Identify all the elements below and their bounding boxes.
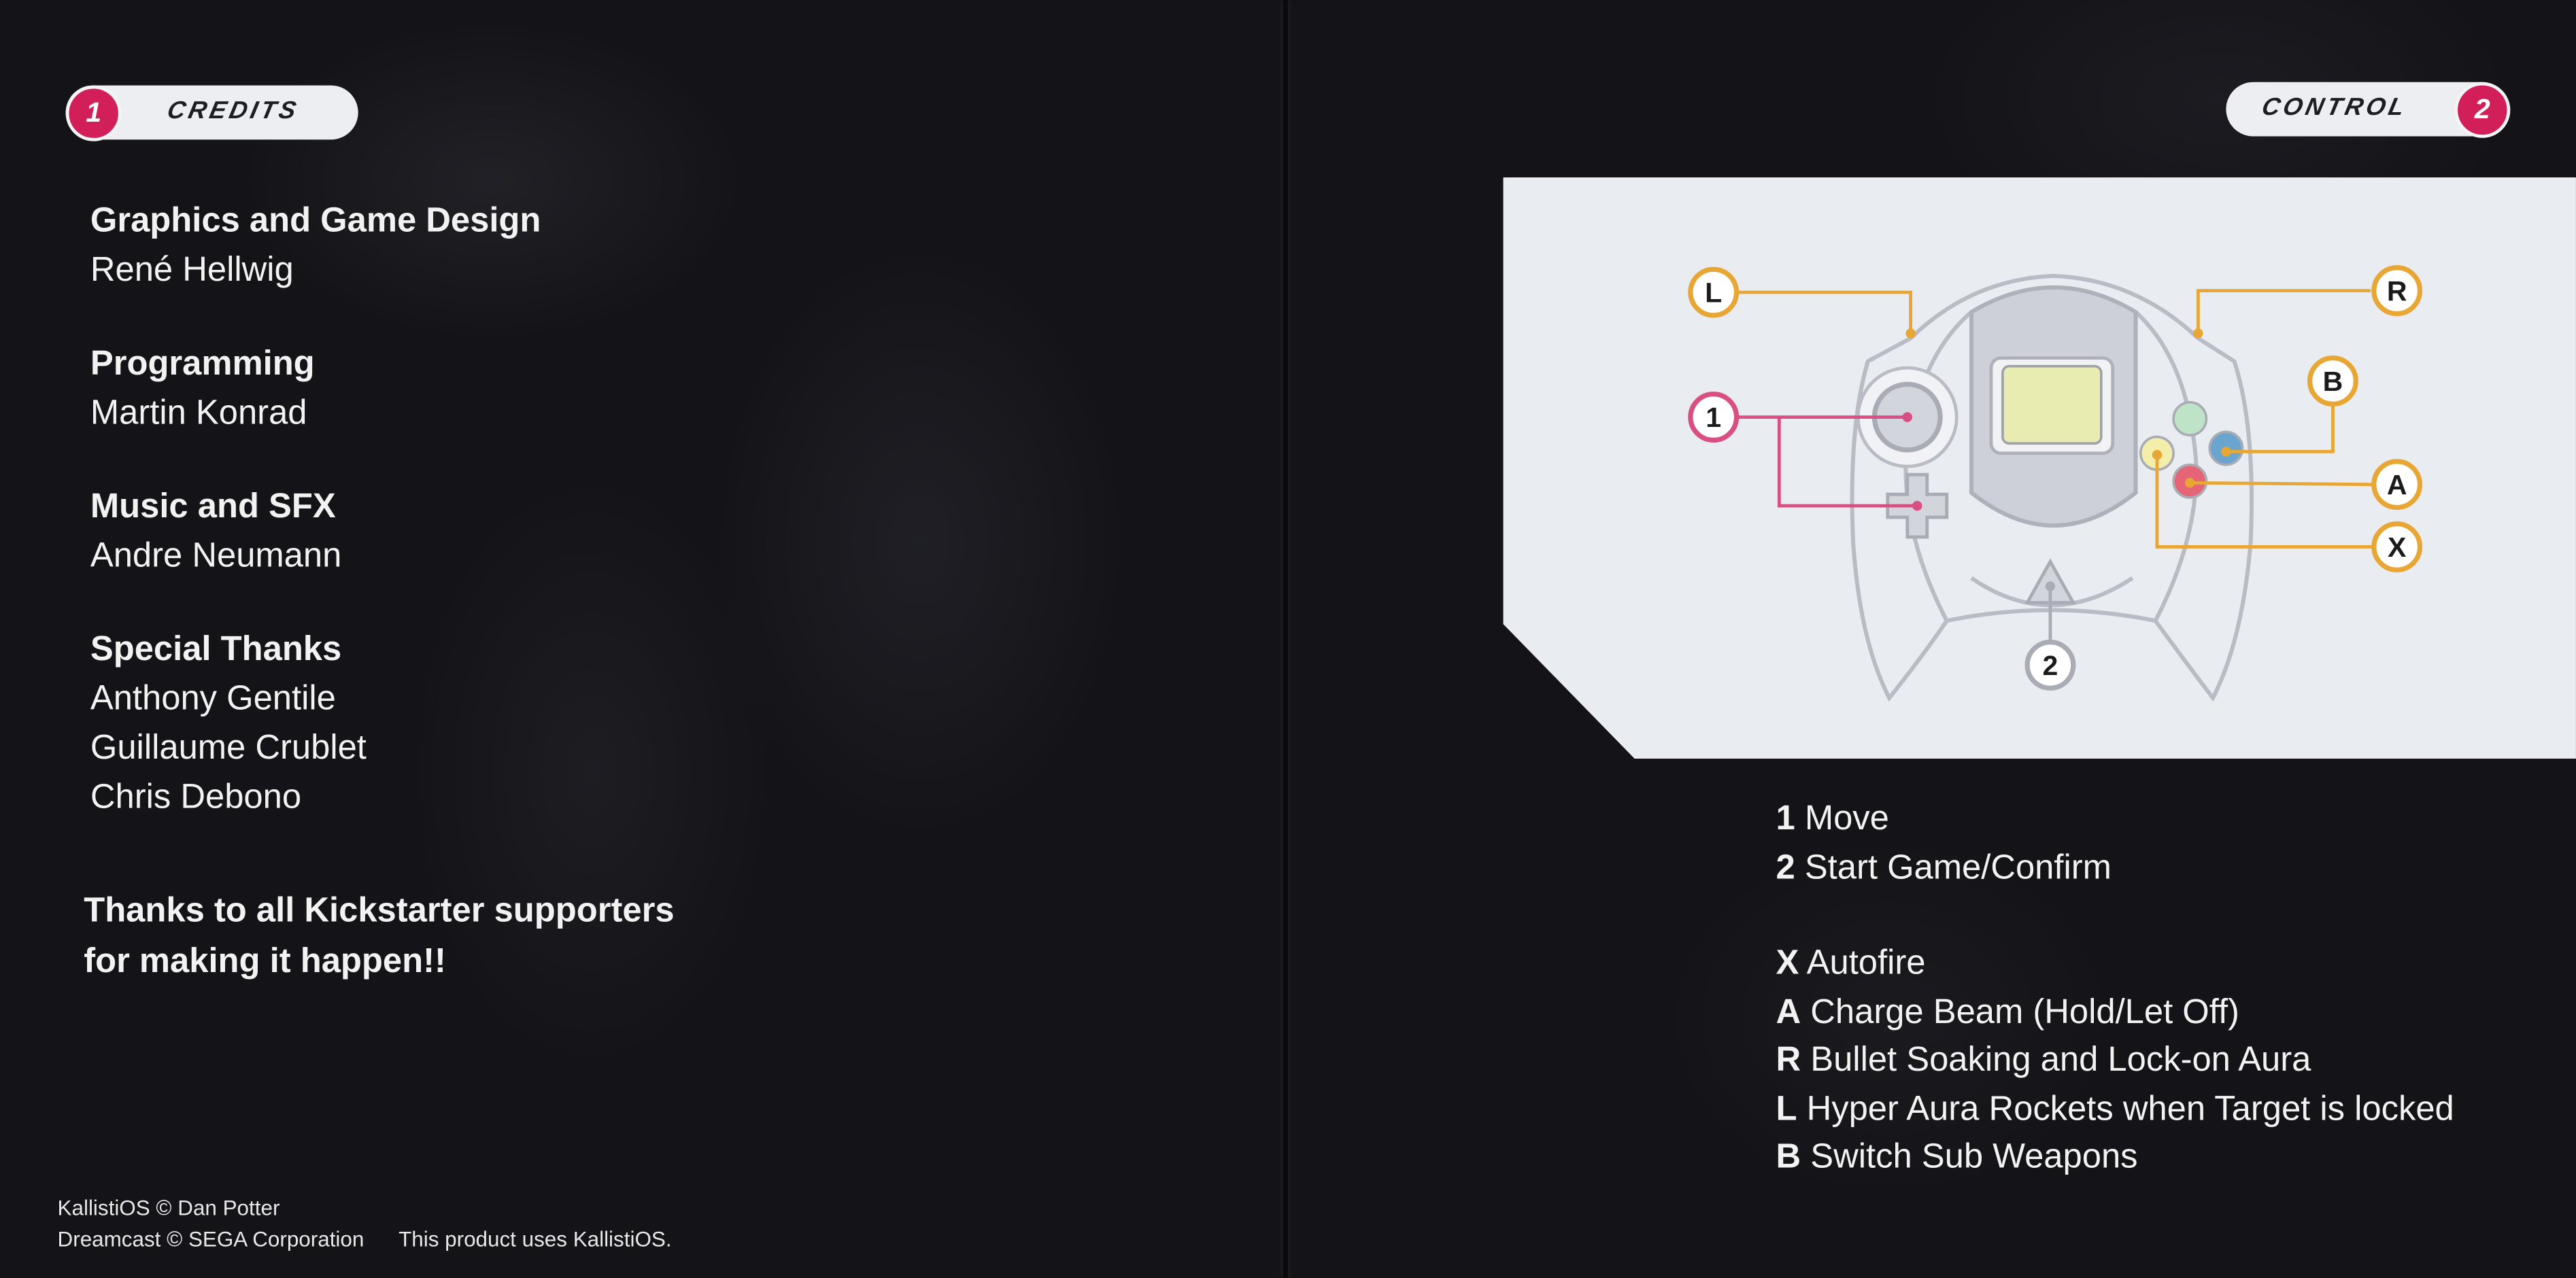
control-key: 2 xyxy=(1776,848,1795,886)
control-action: Charge Beam (Hold/Let Off) xyxy=(1810,992,2239,1031)
control-action: Autofire xyxy=(1806,944,1926,982)
credit-name: Guillaume Crublet xyxy=(90,729,367,767)
control-item: 1 Move xyxy=(1776,795,2454,843)
control-badge: CONTROL 2 xyxy=(2226,82,2511,138)
control-key: A xyxy=(1776,992,1801,1031)
control-key: R xyxy=(1776,1041,1801,1080)
control-item: R Bullet Soaking and Lock-on Aura xyxy=(1776,1036,2454,1084)
control-item: B Switch Sub Weapons xyxy=(1776,1133,2454,1181)
control-item: 2 Start Game/Confirm xyxy=(1776,844,2454,892)
credits-badge: 1 CREDITS xyxy=(65,85,358,141)
control-action: Hyper Aura Rockets when Target is locked xyxy=(1806,1089,2454,1128)
credit-group: Music and SFX Andre Neumann xyxy=(90,483,541,581)
credit-role: Programming xyxy=(90,345,315,383)
label-a: A xyxy=(2387,469,2407,500)
credits-list: Graphics and Game Design René Hellwig Pr… xyxy=(90,197,541,867)
thanks-line: Thanks to all Kickstarter supporters xyxy=(84,891,675,930)
callout-b: B xyxy=(2307,356,2358,407)
credit-name: Andre Neumann xyxy=(90,536,342,575)
credit-role: Graphics and Game Design xyxy=(90,202,541,240)
control-key: B xyxy=(1776,1138,1801,1176)
thanks-line: for making it happen!! xyxy=(84,942,446,981)
control-action: Start Game/Confirm xyxy=(1804,848,2112,886)
credit-role: Special Thanks xyxy=(90,630,342,669)
control-action: Move xyxy=(1804,799,1889,838)
control-key: L xyxy=(1776,1089,1797,1128)
callout-l: L xyxy=(1688,266,1740,318)
kickstarter-thanks: Thanks to all Kickstarter supporters for… xyxy=(84,885,674,987)
callout-lines-orange xyxy=(1738,289,2373,549)
callout-1: 1 xyxy=(1688,392,1740,443)
control-key: X xyxy=(1776,944,1799,982)
legal-footer: KallistiOS © Dan Potter Dreamcast © SEGA… xyxy=(58,1192,672,1255)
credit-group: Special Thanks Anthony Gentile Guillaume… xyxy=(90,625,541,823)
credit-name: Martin Konrad xyxy=(90,394,307,432)
control-item: X Autofire xyxy=(1776,939,2454,988)
control-item: A Charge Beam (Hold/Let Off) xyxy=(1776,988,2454,1036)
badge-number: 2 xyxy=(2454,82,2511,138)
control-item: L Hyper Aura Rockets when Target is lock… xyxy=(1776,1085,2454,1133)
page-spine-divider xyxy=(1283,0,1288,1278)
label-2: 2 xyxy=(2042,650,2058,681)
callout-lines-pink xyxy=(1738,415,1918,508)
badge-number: 1 xyxy=(65,85,122,141)
credit-role: Music and SFX xyxy=(90,487,336,526)
callout-x: X xyxy=(2371,521,2423,572)
label-r: R xyxy=(2387,275,2407,307)
footer-line: Dreamcast © SEGA Corporation This product… xyxy=(58,1224,672,1255)
credit-group: Programming Martin Konrad xyxy=(90,340,541,438)
credit-name: Anthony Gentile xyxy=(90,680,336,718)
y-button-icon xyxy=(2172,401,2208,436)
callout-r: R xyxy=(2371,265,2423,317)
footer-line: KallistiOS © Dan Potter xyxy=(57,1195,280,1220)
label-1: 1 xyxy=(1706,402,1721,433)
label-x: X xyxy=(2388,532,2407,563)
credit-group: Graphics and Game Design René Hellwig xyxy=(90,197,541,296)
credit-name: René Hellwig xyxy=(90,251,294,290)
control-action: Bullet Soaking and Lock-on Aura xyxy=(1810,1041,2311,1080)
callout-2: 2 xyxy=(2024,639,2076,691)
callout-a: A xyxy=(2371,459,2423,511)
control-key: 1 xyxy=(1776,799,1795,838)
controls-list: 1 Move 2 Start Game/Confirm X Autofire A… xyxy=(1776,795,2454,1181)
footer-kos: This product uses KallistiOS. xyxy=(399,1226,672,1251)
footer-sega: Dreamcast © SEGA Corporation xyxy=(57,1226,365,1251)
vmu-screen-icon xyxy=(2001,364,2103,445)
label-l: L xyxy=(1705,277,1722,309)
credit-name: Chris Debono xyxy=(90,778,302,816)
control-action: Switch Sub Weapons xyxy=(1810,1138,2138,1176)
label-b: B xyxy=(2323,366,2343,397)
